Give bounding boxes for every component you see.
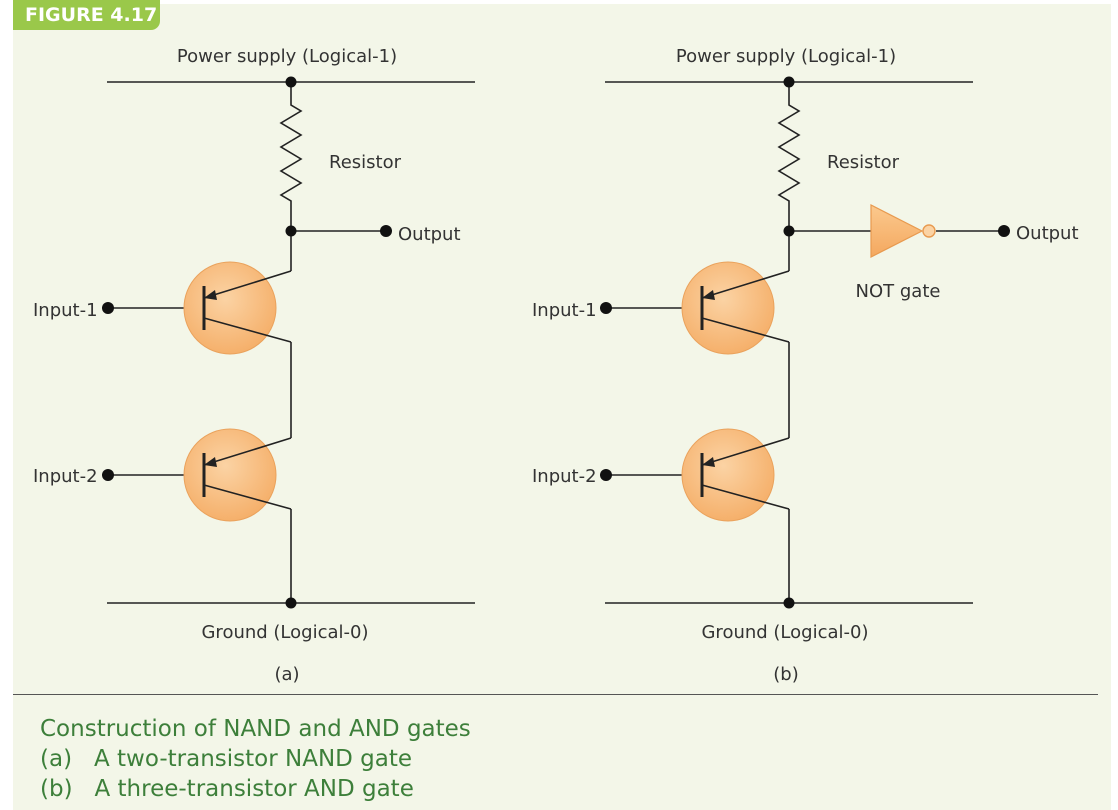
caption-line-b: (b) A three-transistor AND gate [40, 776, 414, 802]
circuit-diagram: Power supply (Logical-1) Resistor Output… [33, 46, 1079, 685]
input1-terminal-b [600, 302, 612, 314]
output-terminal-b [998, 225, 1010, 237]
junction-ground-b [783, 597, 795, 609]
input2-label-b: Input-2 [532, 466, 597, 487]
circuit-a [107, 81, 475, 604]
transistor-a2 [183, 428, 292, 522]
input1-terminal-a [102, 302, 114, 314]
sub-label-b: (b) [773, 664, 798, 685]
input1-label-a: Input-1 [33, 300, 98, 321]
resistor-label-a: Resistor [329, 152, 402, 173]
junction-output-a [285, 225, 297, 237]
power-label-b: Power supply (Logical-1) [676, 46, 896, 67]
junction-ground-a [285, 597, 297, 609]
input2-terminal-b [600, 469, 612, 481]
labels-a: Power supply (Logical-1) Resistor Output… [33, 46, 461, 685]
not-gate-label: NOT gate [856, 281, 941, 302]
output-label-a: Output [398, 224, 461, 245]
junction-output-b [783, 225, 795, 237]
sub-label-a: (a) [274, 664, 299, 685]
figure-label: FIGURE 4.17 [13, 0, 160, 30]
caption-divider [13, 694, 1098, 695]
not-gate-symbol [870, 204, 936, 258]
caption-line-a: (a) A two-transistor NAND gate [40, 746, 413, 772]
figure-panel [13, 4, 1111, 810]
junction-power-a [285, 76, 297, 88]
resistor-a [279, 93, 303, 231]
input1-label-b: Input-1 [532, 300, 597, 321]
ground-label-a: Ground (Logical-0) [201, 622, 368, 643]
output-label-b: Output [1016, 223, 1079, 244]
circuit-b [605, 81, 1004, 604]
junctions-a [102, 76, 392, 609]
output-terminal-a [380, 225, 392, 237]
input2-label-a: Input-2 [33, 466, 98, 487]
labels-b: Power supply (Logical-1) Resistor Output… [532, 46, 1079, 685]
caption-title: Construction of NAND and AND gates [40, 716, 471, 742]
transistor-b2 [681, 428, 790, 522]
junctions-b [600, 76, 1010, 609]
transistor-a1 [183, 261, 292, 355]
input2-terminal-a [102, 469, 114, 481]
junction-power-b [783, 76, 795, 88]
transistor-b1 [681, 261, 790, 355]
ground-label-b: Ground (Logical-0) [701, 622, 868, 643]
resistor-b [777, 93, 801, 231]
resistor-label-b: Resistor [827, 152, 900, 173]
power-label-a: Power supply (Logical-1) [177, 46, 397, 67]
